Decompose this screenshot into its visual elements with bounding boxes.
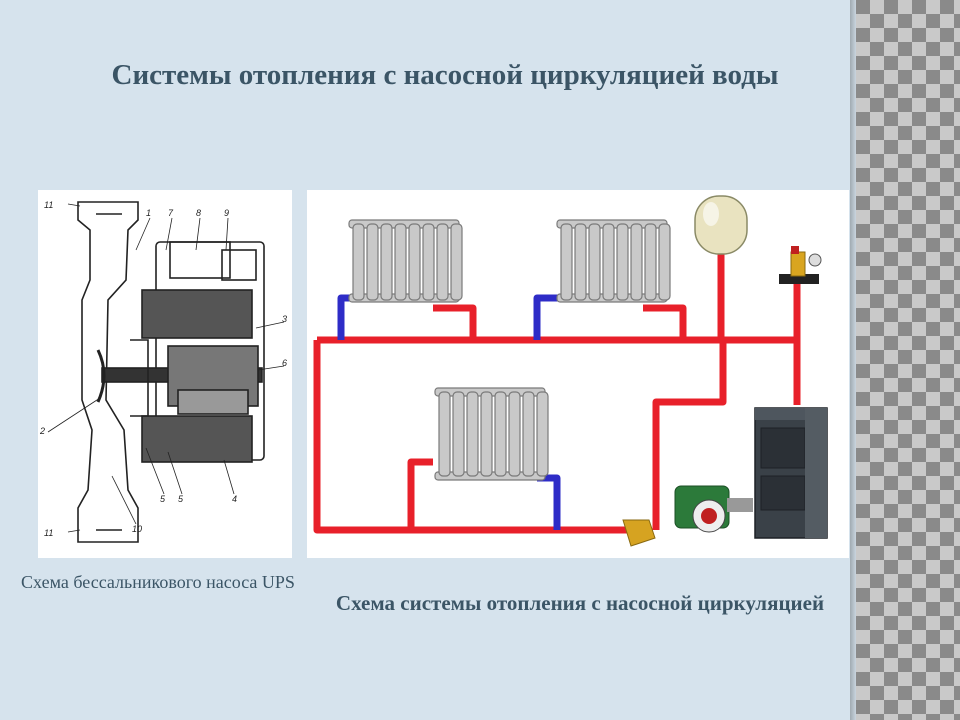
pump-label-10: 4 <box>232 494 237 504</box>
pump-label-4: 9 <box>224 208 229 218</box>
pump-drawing: 11 1 7 8 9 3 6 2 5 5 4 10 11 <box>39 200 287 543</box>
supply-pipes <box>313 242 801 534</box>
pump-label-2: 7 <box>168 208 174 218</box>
pump-label-0: 11 <box>44 200 53 210</box>
pump-label-6: 6 <box>282 358 287 368</box>
pump-label-7: 2 <box>39 426 45 436</box>
pump-label-5: 3 <box>282 314 287 324</box>
pump-caption: Схема бессальникового насоса UPS <box>21 572 295 592</box>
radiator-top-left <box>348 219 463 303</box>
pump-label-12: 11 <box>44 528 53 538</box>
ball-valve <box>622 519 656 547</box>
pump-label-3: 8 <box>196 208 201 218</box>
radiators <box>348 219 671 481</box>
circulation-pump <box>674 485 753 533</box>
system-caption: Схема системы отопления с насосной цирку… <box>335 591 825 615</box>
radiator-bottom <box>434 387 549 481</box>
pump-label-1: 1 <box>146 208 151 218</box>
heating-system-diagram <box>307 190 849 558</box>
side-pattern-strip <box>856 0 960 720</box>
heating-system-drawing <box>313 195 828 547</box>
pump-diagram: 11 1 7 8 9 3 6 2 5 5 4 10 11 <box>38 190 292 558</box>
pump-label-9: 5 <box>178 494 184 504</box>
pump-label-11: 10 <box>132 524 142 534</box>
pump-label-8: 5 <box>160 494 166 504</box>
slide-title: Системы отопления с насосной циркуляцией… <box>111 59 779 91</box>
side-shadow <box>850 0 858 720</box>
safety-valve-group <box>779 246 822 284</box>
boiler <box>754 407 828 539</box>
radiator-top-right <box>556 219 671 303</box>
expansion-tank <box>694 195 748 255</box>
